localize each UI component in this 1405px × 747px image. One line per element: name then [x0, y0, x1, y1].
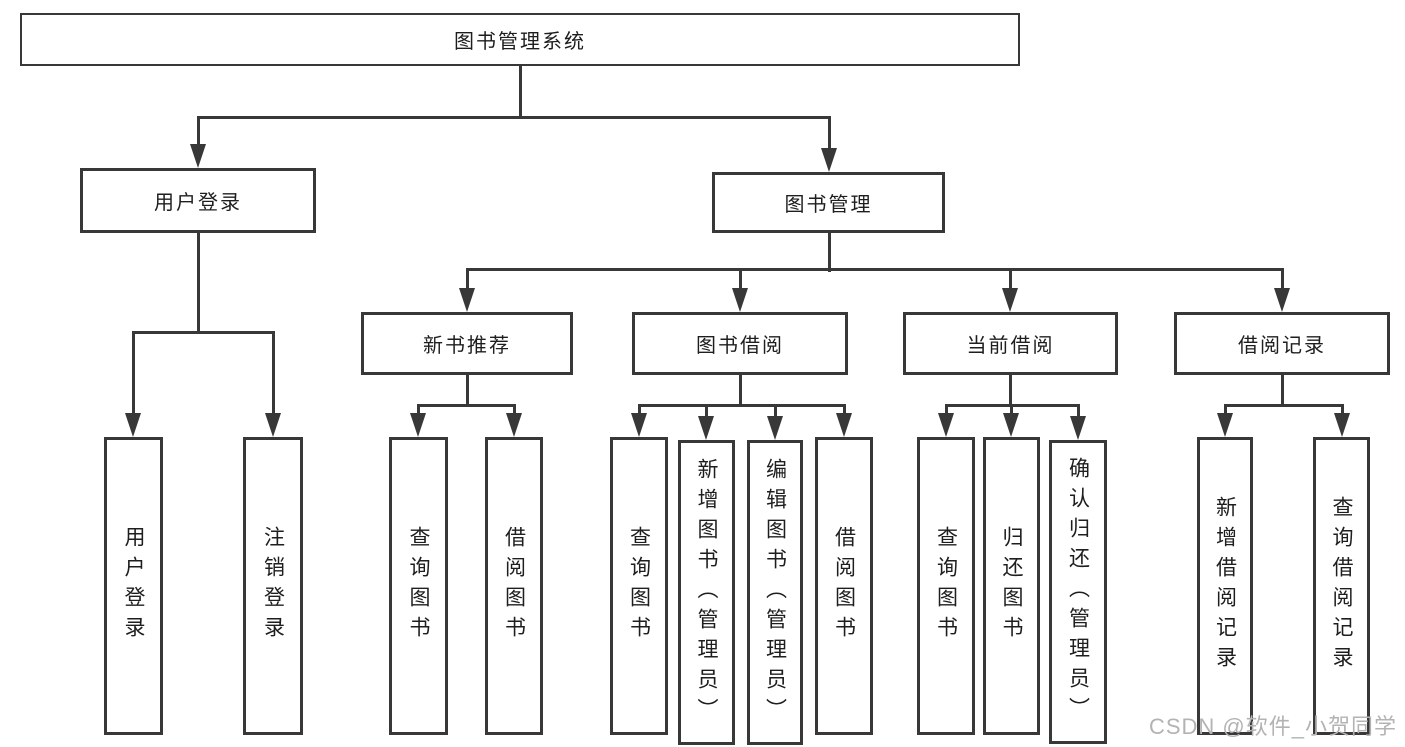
connector-bb-bus: [638, 404, 846, 407]
connector-drop-bb-borrow: [843, 404, 846, 414]
arrow-book-management: [821, 148, 837, 172]
connector-drop-cb-return: [1010, 404, 1013, 414]
node-bb-edit-books: 编辑图书（管理员）: [747, 440, 803, 745]
node-logout-leaf-label: 注销登录: [261, 526, 285, 646]
node-cb-confirm-return-label: 确认归还（管理员）: [1066, 457, 1090, 727]
arrow-bb-query: [631, 413, 647, 437]
arrow-logout-leaf: [265, 413, 281, 437]
connector-cb-stem: [1009, 375, 1012, 407]
connector-drop-user-login-leaf: [132, 331, 135, 415]
node-bb-query-books-label: 查询图书: [627, 526, 651, 646]
arrow-nb-borrow: [506, 413, 522, 437]
node-cb-query-books-label: 查询图书: [934, 526, 958, 646]
connector-drop-new-book-recommend: [466, 268, 469, 290]
connector-drop-br-add: [1224, 404, 1227, 414]
connector-user-login-bus: [132, 331, 275, 334]
connector-drop-current-borrowing: [1009, 268, 1012, 290]
node-borrowing-records: 借阅记录: [1174, 312, 1390, 375]
node-user-login-leaf-label: 用户登录: [122, 526, 145, 646]
node-br-query-record: 查询借阅记录: [1313, 437, 1370, 735]
node-br-add-record: 新增借阅记录: [1197, 437, 1253, 735]
connector-drop-br-query: [1341, 404, 1344, 414]
node-book-management-label: 图书管理: [784, 194, 873, 216]
arrow-current-borrowing: [1002, 288, 1018, 312]
node-cb-return-books-label: 归还图书: [1000, 526, 1023, 646]
node-bb-borrow-books-label: 借阅图书: [832, 526, 856, 646]
arrow-cb-return: [1003, 413, 1019, 437]
connector-book-management-bus: [466, 268, 1284, 271]
arrow-user-login-leaf: [125, 413, 141, 437]
connector-user-login-stem: [197, 233, 200, 334]
arrow-bb-borrow: [836, 413, 852, 437]
arrow-cb-confirm: [1070, 416, 1086, 440]
arrow-new-book-recommend: [459, 288, 475, 312]
node-cb-confirm-return: 确认归还（管理员）: [1049, 440, 1107, 744]
connector-drop-bb-query: [638, 404, 641, 414]
connector-drop-user-login: [197, 116, 200, 146]
node-book-borrowing: 图书借阅: [632, 312, 848, 375]
node-current-borrowing-label: 当前借阅: [966, 335, 1055, 357]
connector-drop-book-borrowing: [739, 268, 742, 290]
arrow-cb-query: [938, 413, 954, 437]
connector-br-stem: [1281, 375, 1284, 407]
connector-root-bus: [197, 116, 831, 119]
connector-drop-logout-leaf: [272, 331, 275, 415]
connector-drop-bb-edit: [774, 404, 777, 417]
connector-nb-stem: [466, 375, 469, 407]
connector-drop-book-management: [828, 116, 831, 149]
node-bb-add-books-label: 新增图书（管理员）: [695, 457, 718, 728]
arrow-br-query: [1334, 413, 1350, 437]
node-bb-add-books: 新增图书（管理员）: [678, 440, 735, 745]
node-nb-query-books-label: 查询图书: [407, 526, 430, 646]
node-book-borrowing-label: 图书借阅: [696, 335, 784, 357]
node-new-book-recommend-label: 新书推荐: [423, 335, 511, 357]
node-cb-query-books: 查询图书: [917, 437, 975, 735]
node-current-borrowing: 当前借阅: [903, 312, 1118, 375]
node-user-login-leaf: 用户登录: [104, 437, 163, 735]
node-cb-return-books: 归还图书: [983, 437, 1040, 735]
node-logout-leaf: 注销登录: [243, 437, 303, 735]
node-nb-borrow-books-label: 借阅图书: [502, 526, 526, 646]
connector-book-management-stem: [828, 233, 831, 272]
node-bb-query-books: 查询图书: [610, 437, 668, 735]
arrow-bb-edit: [767, 416, 783, 440]
connector-drop-cb-query: [945, 404, 948, 414]
connector-drop-cb-confirm: [1077, 404, 1080, 417]
connector-nb-bus: [417, 404, 516, 407]
node-user-login: 用户登录: [80, 168, 316, 233]
connector-bb-stem: [739, 375, 742, 407]
node-bb-edit-books-label: 编辑图书（管理员）: [763, 457, 787, 728]
node-br-add-record-label: 新增借阅记录: [1213, 496, 1237, 676]
connector-drop-nb-query: [417, 404, 420, 414]
arrow-borrowing-records: [1274, 288, 1290, 312]
node-bb-borrow-books: 借阅图书: [815, 437, 873, 735]
node-nb-query-books: 查询图书: [389, 437, 448, 735]
connector-br-bus: [1224, 404, 1344, 407]
connector-root-stem: [519, 66, 522, 118]
node-user-login-label: 用户登录: [154, 192, 242, 214]
arrow-book-borrowing: [732, 288, 748, 312]
node-root-label: 图书管理系统: [454, 31, 586, 53]
connector-drop-bb-add: [705, 404, 708, 417]
node-new-book-recommend: 新书推荐: [361, 312, 573, 375]
node-nb-borrow-books: 借阅图书: [485, 437, 543, 735]
arrow-br-add: [1217, 413, 1233, 437]
node-book-management: 图书管理: [712, 172, 945, 233]
connector-drop-nb-borrow: [513, 404, 516, 414]
arrow-user-login: [190, 144, 206, 168]
node-borrowing-records-label: 借阅记录: [1238, 335, 1326, 357]
connector-drop-borrowing-records: [1281, 268, 1284, 290]
node-root: 图书管理系统: [20, 13, 1020, 66]
arrow-nb-query: [410, 413, 426, 437]
watermark: CSDN @软件_小贺同学: [1148, 714, 1397, 739]
arrow-bb-add: [698, 416, 714, 440]
node-br-query-record-label: 查询借阅记录: [1330, 496, 1353, 676]
